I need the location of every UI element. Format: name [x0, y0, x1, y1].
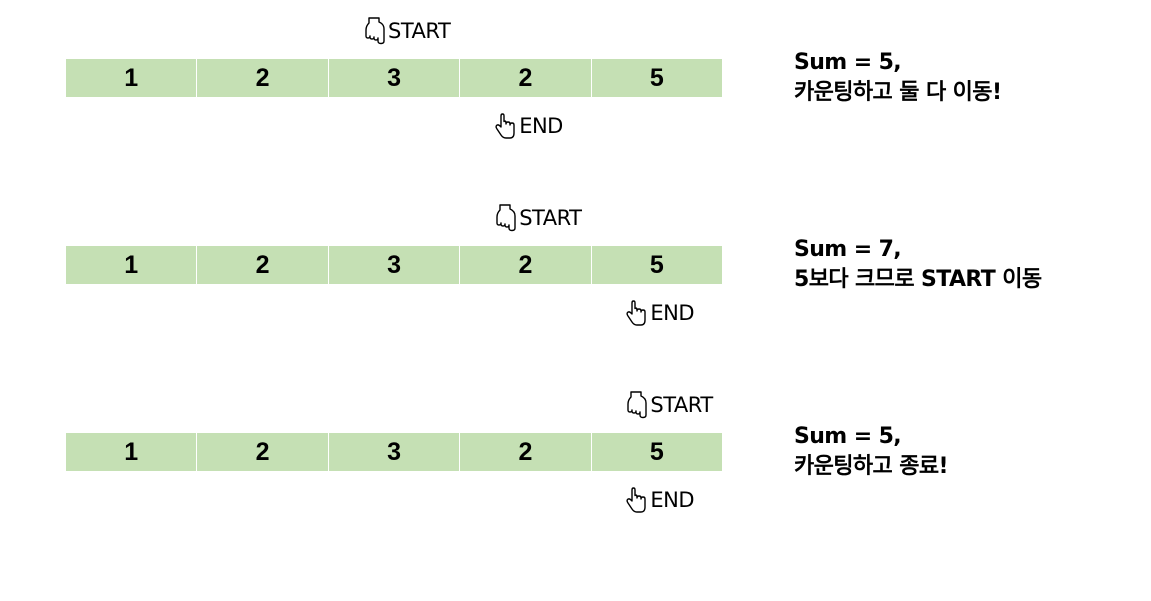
end-label: END: [650, 488, 695, 512]
pointing-down-hand-icon: [625, 391, 649, 419]
note-line-2: 5보다 크므로 START 이동: [794, 267, 1042, 292]
pointing-up-hand-icon: [494, 112, 518, 140]
step-note: Sum = 7, 5보다 크므로 START 이동: [794, 235, 1134, 295]
array-cell: 2: [197, 433, 329, 471]
end-pointer: END: [625, 298, 695, 328]
end-label: END: [519, 114, 563, 138]
array-cell: 5: [591, 246, 723, 284]
step-3: START 1 2 3 2 5 END Sum = 5, 카운팅하고 종료!: [0, 374, 1151, 561]
array-cell: 2: [197, 59, 329, 97]
pointing-up-hand-icon: [625, 299, 649, 327]
step-note: Sum = 5, 카운팅하고 종료!: [794, 422, 1134, 482]
start-label: START: [519, 206, 582, 230]
note-line-2: 카운팅하고 종료!: [794, 454, 949, 479]
pointing-down-hand-icon: [363, 17, 387, 45]
array-cell: 5: [591, 59, 723, 97]
end-pointer: END: [494, 111, 563, 141]
note-line-1: Sum = 5,: [794, 50, 902, 75]
number-array: 1 2 3 2 5: [66, 433, 723, 471]
step-2: START 1 2 3 2 5 END Sum = 7, 5보다 크므로 STA…: [0, 187, 1151, 374]
array-cell: 3: [328, 433, 461, 471]
array-cell: 1: [66, 59, 198, 97]
array-cell: 1: [66, 433, 198, 471]
array-cell: 2: [460, 59, 592, 97]
note-line-2: 카운팅하고 둘 다 이동!: [794, 80, 1002, 105]
note-line-1: Sum = 5,: [794, 424, 902, 449]
array-cell: 1: [66, 246, 198, 284]
array-cell: 3: [328, 246, 461, 284]
array-cell: 2: [197, 246, 329, 284]
pointing-down-hand-icon: [494, 204, 518, 232]
note-line-1: Sum = 7,: [794, 237, 902, 262]
start-pointer: START: [625, 390, 713, 420]
array-cell: 5: [591, 433, 723, 471]
start-pointer: START: [363, 16, 451, 46]
number-array: 1 2 3 2 5: [66, 59, 723, 97]
end-pointer: END: [625, 485, 695, 515]
start-label: START: [650, 393, 713, 417]
end-label: END: [650, 301, 695, 325]
step-1: START 1 2 3 2 5 END Sum = 5, 카운팅하고 둘 다 이…: [0, 0, 1151, 187]
pointing-up-hand-icon: [625, 486, 649, 514]
step-note: Sum = 5, 카운팅하고 둘 다 이동!: [794, 48, 1134, 108]
array-cell: 2: [460, 433, 592, 471]
array-cell: 3: [328, 59, 461, 97]
start-label: START: [388, 19, 451, 43]
start-pointer: START: [494, 203, 582, 233]
array-cell: 2: [460, 246, 592, 284]
number-array: 1 2 3 2 5: [66, 246, 723, 284]
